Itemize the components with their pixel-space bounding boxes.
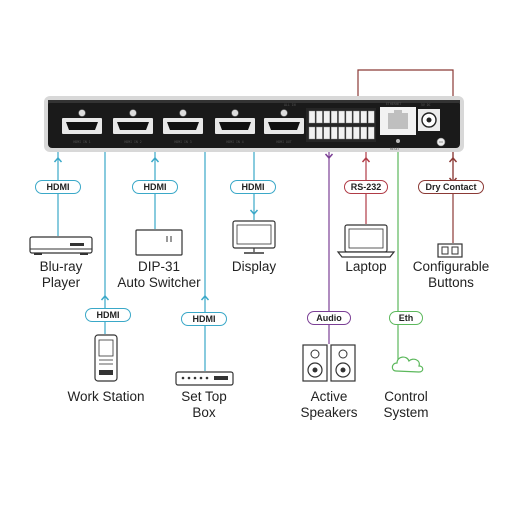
badge-settopbox: HDMI [181, 312, 227, 326]
terminal-pin[interactable] [323, 110, 330, 124]
terminal-block: ALL IN [284, 103, 376, 142]
ground-screw [436, 137, 446, 147]
arrow-speakers [324, 153, 334, 160]
terminal-pin[interactable] [353, 126, 360, 140]
badge-bluray: HDMI [35, 180, 81, 194]
terminal-labels: ALL IN [284, 103, 296, 107]
hdmi-port-2[interactable]: HDMI IN 2 [113, 109, 153, 145]
display-icon [232, 220, 276, 254]
laptop-icon [336, 224, 396, 258]
hdmi-port-1[interactable]: HDMI IN 1 [62, 109, 102, 145]
terminal-pin[interactable] [345, 110, 353, 124]
power-connector[interactable]: 5V DC [418, 103, 440, 131]
hdmi-port-4[interactable]: HDMI IN 4 [215, 109, 255, 145]
hdmi-port-label: HDMI IN 4 [226, 140, 243, 144]
terminal-pin[interactable] [331, 110, 338, 124]
label-workstation: Work Station [67, 389, 145, 404]
arrow-workstation [100, 294, 110, 301]
set-top-box-icon [175, 371, 234, 386]
hdmi-port-5[interactable]: HDMI OUT [264, 109, 304, 145]
arrow-settopbox [200, 294, 210, 301]
configurable-buttons-icon [437, 243, 463, 258]
badge-eth: Eth [389, 311, 423, 325]
arrow-buttons [448, 156, 458, 163]
badge-audio: Audio [307, 311, 351, 325]
reset-button[interactable] [396, 139, 400, 143]
terminal-pin[interactable] [316, 126, 323, 140]
terminal-pin[interactable] [308, 126, 316, 140]
terminal-pin[interactable] [368, 110, 375, 124]
terminal-pin[interactable] [353, 110, 360, 124]
active-speakers-icon [302, 344, 356, 382]
terminal-pin[interactable] [316, 110, 323, 124]
terminal-pin[interactable] [360, 126, 367, 140]
terminal-pin[interactable] [338, 110, 345, 124]
terminal-pin[interactable] [368, 126, 375, 140]
badge-display: HDMI [230, 180, 276, 194]
arrow-laptop [361, 156, 371, 163]
hdmi-port-label: HDMI IN 2 [124, 140, 141, 144]
arrow-display [249, 209, 259, 216]
label-laptop: Laptop [345, 259, 387, 274]
terminal-pin[interactable] [331, 126, 338, 140]
ethernet-label: ETHERNET [386, 102, 401, 106]
hdmi-port-label: HDMI OUT [276, 140, 291, 144]
terminal-pin[interactable] [323, 126, 330, 140]
badge-rs232: RS-232 [344, 180, 388, 194]
reset-label: RESET [390, 147, 400, 151]
bluray-player-icon [29, 236, 93, 255]
terminal-pin[interactable] [308, 110, 316, 124]
badge-dip31: HDMI [132, 180, 178, 194]
hdmi-port-label: HDMI IN 1 [73, 140, 90, 144]
arrow-dip31 [150, 156, 160, 163]
terminal-pin[interactable] [345, 126, 353, 140]
work-station-icon [94, 334, 118, 382]
badge-dry-contact: Dry Contact [418, 180, 484, 194]
label-display: Display [231, 259, 277, 274]
ethernet-port[interactable]: ETHERNET RESET [380, 102, 416, 151]
control-system-cloud-icon [391, 356, 424, 373]
badge-workstation: HDMI [85, 308, 131, 322]
power-label: 5V DC [421, 103, 431, 107]
terminal-pin[interactable] [360, 110, 367, 124]
terminal-pin[interactable] [338, 126, 345, 140]
arrow-bluray [53, 156, 63, 163]
hdmi-port-3[interactable]: HDMI IN 3 [163, 109, 203, 145]
hdmi-port-label: HDMI IN 3 [174, 140, 191, 144]
dip31-switcher-icon [135, 229, 183, 256]
